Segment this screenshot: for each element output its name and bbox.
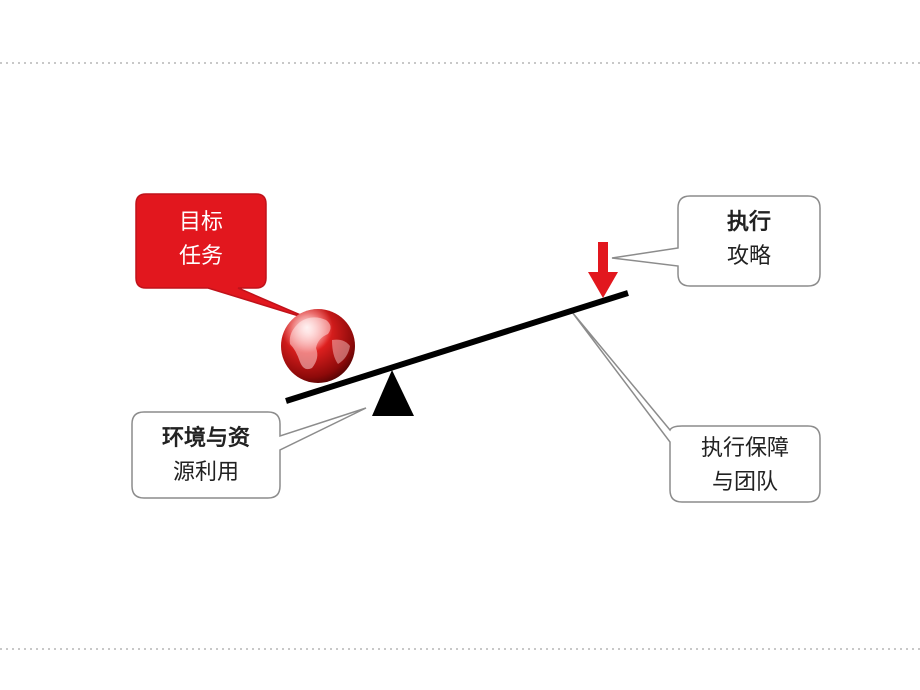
dotted-divider-top	[0, 62, 920, 64]
team-label: 执行保障 与团队	[670, 432, 820, 500]
resources-callout	[131, 407, 367, 499]
team-callout	[571, 311, 821, 503]
seesaw-beam	[285, 290, 629, 404]
dotted-divider-bottom	[0, 648, 920, 650]
goal-label: 目标 任务	[136, 206, 266, 274]
strategy-callout	[611, 195, 821, 287]
team-line-2: 与团队	[711, 470, 778, 495]
team-line-1: 执行保障	[700, 436, 789, 461]
resources-label: 环境与资 源利用	[132, 422, 280, 490]
down-arrow-icon	[588, 242, 618, 298]
goal-callout	[135, 193, 313, 321]
resources-line-2: 源利用	[172, 460, 239, 485]
strategy-label: 执行 攻略	[678, 206, 820, 274]
globe-icon	[281, 309, 355, 383]
goal-line-2: 任务	[178, 244, 223, 269]
resources-line-1: 环境与资	[161, 426, 250, 451]
fulcrum-triangle	[372, 370, 414, 416]
strategy-line-2: 攻略	[726, 244, 771, 269]
goal-line-1: 目标	[178, 210, 223, 235]
strategy-line-1: 执行	[726, 210, 771, 235]
